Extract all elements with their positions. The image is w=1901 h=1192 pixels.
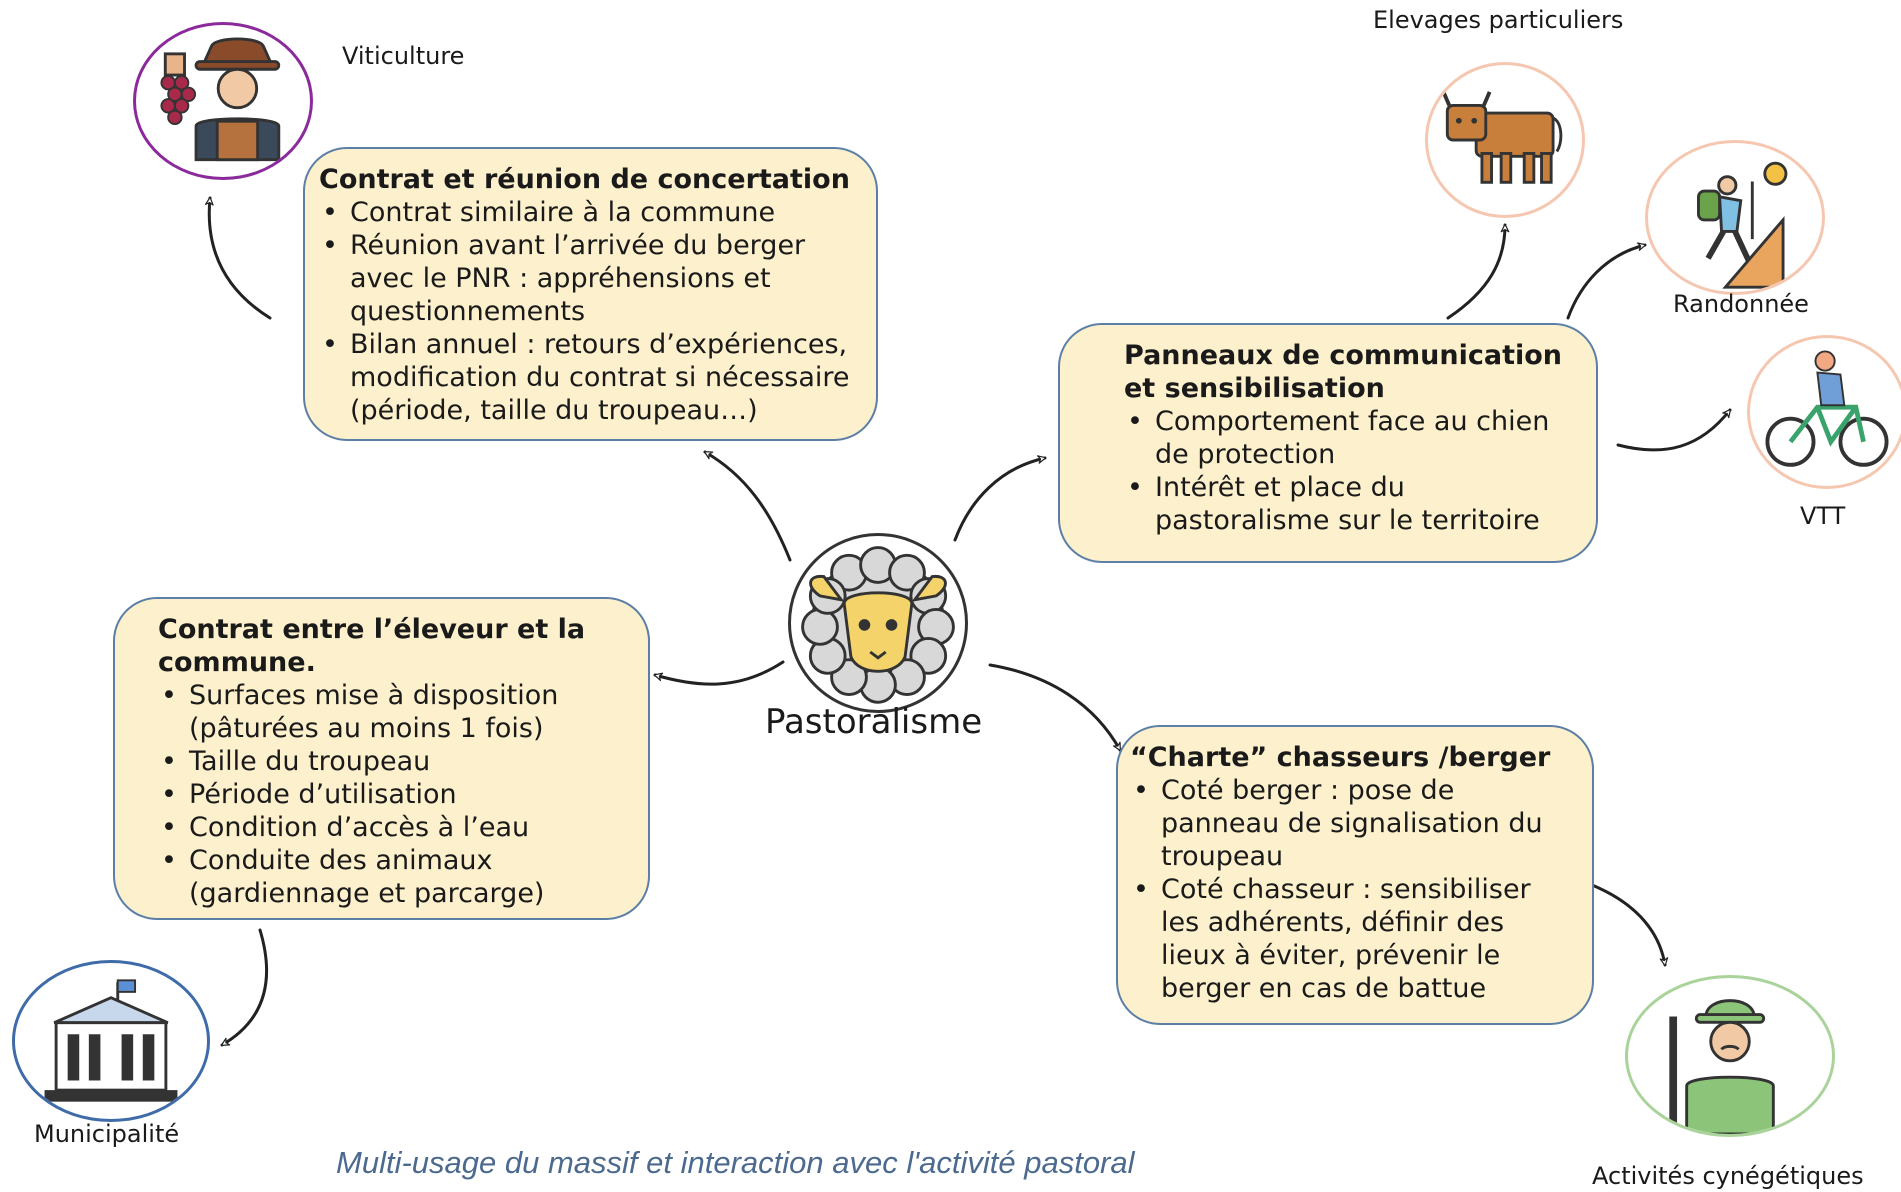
list-item: Taille du troupeau	[158, 745, 618, 778]
arrow-to-municipalite	[220, 928, 268, 1047]
cynegetiques-label: Activités cynégétiques	[1592, 1162, 1864, 1190]
center-label: Pastoralisme	[765, 702, 983, 742]
arrow-to-elevages	[1446, 223, 1510, 320]
caption: Multi-usage du massif et interaction ave…	[336, 1145, 1135, 1180]
list-item: Intérêt et place du pastoralisme sur le …	[1124, 471, 1580, 537]
concertation-list: Contrat similaire à la commune Réunion a…	[319, 196, 860, 427]
contrat-commune-title: Contrat entre l’éleveur et la commune.	[158, 614, 586, 678]
randonnee-label: Randonnée	[1673, 290, 1809, 318]
arrow-to-communication	[953, 455, 1047, 542]
communication-list: Comportement face au chien de protection…	[1124, 405, 1580, 537]
charte-title: “Charte” chasseurs /berger	[1130, 742, 1551, 773]
arrow-to-concertation	[703, 450, 792, 562]
charte-list: Coté berger : pose de panneau de signali…	[1130, 774, 1576, 1005]
list-item: Coté berger : pose de panneau de signali…	[1130, 774, 1576, 873]
communication-title: Panneaux de communication et sensibilisa…	[1124, 340, 1563, 404]
municipalite-label: Municipalité	[34, 1120, 180, 1148]
list-item: Contrat similaire à la commune	[319, 196, 860, 229]
viticulture-label: Viticulture	[342, 42, 465, 70]
winegrower-icon	[133, 22, 313, 180]
list-item: Bilan annuel : retours d’expériences, mo…	[319, 328, 860, 427]
list-item: Comportement face au chien de protection	[1124, 405, 1580, 471]
town-hall-icon	[12, 960, 210, 1122]
arrow-to-charte	[988, 663, 1122, 752]
hunter-icon	[1625, 975, 1835, 1137]
cyclist-icon	[1747, 335, 1901, 489]
communication-box: Panneaux de communication et sensibilisa…	[1058, 323, 1598, 563]
concertation-box: Contrat et réunion de concertation Contr…	[303, 147, 878, 441]
arrow-to-viticulture	[205, 196, 272, 320]
elevages-label: Elevages particuliers	[1373, 6, 1624, 34]
contrat-commune-box: Contrat entre l’éleveur et la commune. S…	[113, 597, 650, 920]
list-item: Surfaces mise à disposition (pâturées au…	[158, 679, 618, 745]
arrow-to-contrat-commune	[653, 660, 785, 686]
list-item: Réunion avant l’arrivée du berger avec l…	[319, 229, 860, 328]
hiker-icon	[1645, 140, 1825, 295]
concertation-title: Contrat et réunion de concertation	[319, 164, 850, 195]
vtt-label: VTT	[1800, 502, 1846, 530]
arrow-to-vtt	[1616, 408, 1732, 452]
list-item: Condition d’accès à l’eau	[158, 811, 618, 844]
arrow-to-cynegetiques	[1590, 883, 1669, 967]
contrat-commune-list: Surfaces mise à disposition (pâturées au…	[158, 679, 618, 910]
arrow-to-randonnee	[1566, 242, 1647, 320]
list-item: Période d’utilisation	[158, 778, 618, 811]
charte-box: “Charte” chasseurs /berger Coté berger :…	[1116, 725, 1594, 1025]
list-item: Conduite des animaux (gardiennage et par…	[158, 844, 618, 910]
list-item: Coté chasseur : sensibiliser les adhéren…	[1130, 873, 1576, 1005]
sheep-icon	[788, 533, 968, 713]
cow-icon	[1425, 62, 1585, 218]
